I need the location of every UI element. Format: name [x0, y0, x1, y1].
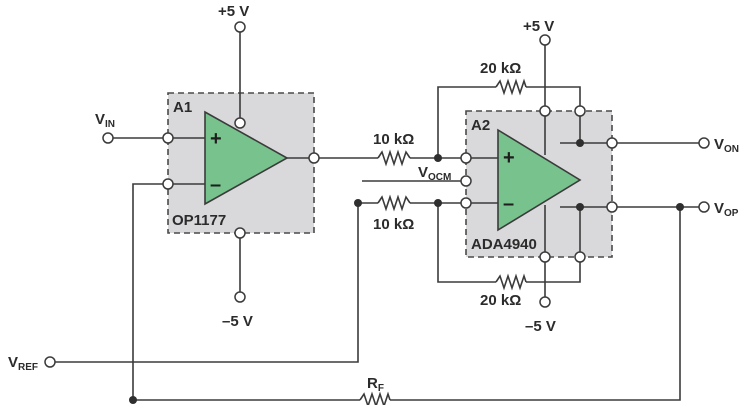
- resistor-20k-top: [495, 78, 527, 96]
- resistor-20k-top-label: 20 kΩ: [480, 60, 521, 77]
- vref-label: VREF: [8, 354, 38, 373]
- a2-opamp-symbol: [497, 128, 582, 232]
- vocm-label: VOCM: [418, 164, 451, 183]
- wires: [50, 30, 704, 401]
- a1-part-number: OP1177: [172, 212, 226, 229]
- a2-plus-sign: +: [503, 147, 515, 169]
- resistor-10k-top: [377, 149, 411, 167]
- a1-minus-sign: –: [210, 174, 221, 196]
- a1-negative-supply: –5 V: [222, 313, 253, 330]
- resistor-rf: [359, 391, 391, 405]
- a2-designator: A2: [471, 117, 490, 134]
- a2-positive-supply: +5 V: [523, 18, 554, 35]
- a2-negative-supply: –5 V: [525, 318, 556, 335]
- pins: [44, 21, 710, 368]
- a1-designator: A1: [173, 99, 192, 116]
- resistor-10k-bottom-label: 10 kΩ: [373, 216, 414, 233]
- a1-opamp-symbol: [204, 110, 289, 206]
- a1-positive-supply: +5 V: [218, 3, 249, 20]
- a2-minus-sign: –: [503, 193, 514, 215]
- von-label: VON: [714, 136, 739, 155]
- vin-label: VIN: [95, 111, 115, 130]
- resistor-10k-top-label: 10 kΩ: [373, 131, 414, 148]
- rf-label: RF: [367, 375, 384, 394]
- a2-part-number: ADA4940: [471, 236, 537, 253]
- resistor-20k-bottom-label: 20 kΩ: [480, 292, 521, 309]
- vop-label: VOP: [714, 200, 739, 219]
- resistor-10k-bottom: [377, 194, 411, 212]
- resistor-20k-bottom: [495, 273, 527, 291]
- junction-dots: [129, 139, 684, 404]
- a1-plus-sign: +: [210, 128, 222, 150]
